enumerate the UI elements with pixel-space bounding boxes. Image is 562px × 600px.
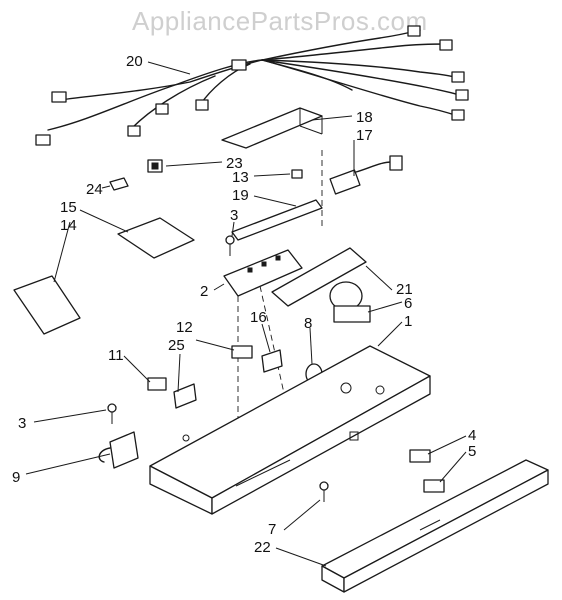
- callout-20: 20: [126, 53, 143, 70]
- part-9-switch: [98, 431, 139, 469]
- callout-5: 5: [468, 443, 476, 460]
- callout-25: 25: [168, 337, 185, 354]
- part-23-clip: [147, 159, 163, 173]
- part-20-wiring-harness: [35, 25, 469, 146]
- part-7-screw: [319, 481, 329, 502]
- callout-7: 7: [268, 521, 276, 538]
- callout-18: 18: [356, 109, 373, 126]
- part-15-cover: [117, 217, 195, 259]
- part-17-capacitor: [321, 150, 403, 230]
- callout-4: 4: [468, 427, 476, 444]
- callout-23: 23: [226, 155, 243, 172]
- part-4-switch: [409, 449, 431, 463]
- callout-1: 1: [404, 313, 412, 330]
- callout-11: 11: [108, 347, 124, 364]
- callout-13: 13: [232, 169, 249, 186]
- part-13-cap: [291, 169, 303, 179]
- part-24-clip: [109, 177, 129, 191]
- part-18-bracket: [221, 107, 323, 149]
- part-3-screw-lower: [107, 403, 117, 424]
- callout-6: 6: [404, 295, 412, 312]
- callout-19: 19: [232, 187, 249, 204]
- part-12-switch: [231, 345, 253, 359]
- callout-17: 17: [356, 127, 373, 144]
- part-19-heater-tube: [231, 199, 323, 241]
- callout-3-upper: 3: [230, 207, 238, 224]
- part-25-plate: [173, 383, 197, 409]
- callout-15: 15: [60, 199, 77, 216]
- callout-2: 2: [200, 283, 208, 300]
- callout-21: 21: [396, 281, 413, 298]
- part-16-label: [261, 349, 283, 373]
- callout-8: 8: [304, 315, 312, 332]
- part-14-shield: [13, 275, 81, 335]
- callout-16: 16: [250, 309, 267, 326]
- watermark-logo: AppliancePartsPros.com: [132, 6, 428, 36]
- callout-14: 14: [60, 217, 77, 234]
- part-1-housing: [149, 345, 431, 515]
- part-6-relay: [329, 281, 371, 323]
- callout-24: 24: [86, 181, 103, 198]
- callout-12: 12: [176, 319, 193, 336]
- part-5-switch: [423, 479, 445, 493]
- leader-lines: [25, 61, 467, 567]
- callout-numbers: 20 18 17 23 13 19 24 15 14 3 2 21 6 1 16…: [12, 53, 476, 556]
- callout-3-lower: 3: [18, 415, 26, 432]
- part-21-gasket: [271, 247, 367, 307]
- callout-22: 22: [254, 539, 271, 556]
- part-3-screw-upper: [225, 235, 235, 256]
- part-22-front-panel: [321, 459, 549, 593]
- callout-9: 9: [12, 469, 20, 486]
- part-11-clip: [147, 377, 167, 391]
